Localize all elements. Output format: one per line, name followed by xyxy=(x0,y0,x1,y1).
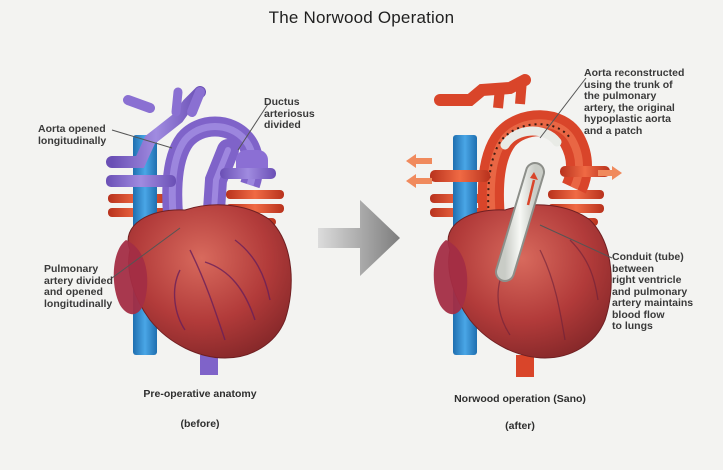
label-conduit-line7: to lungs xyxy=(612,321,693,333)
caption-after: Norwood operation (Sano) xyxy=(430,393,610,405)
label-pulmonary-line4: longitudinally xyxy=(44,299,113,311)
label-aorta-opened: Aorta opened longitudinally xyxy=(38,124,106,147)
label-ductus-line1: Ductus xyxy=(264,97,315,109)
subcaption-before: (before) xyxy=(110,418,290,430)
label-pulmonary-line3: and opened xyxy=(44,287,113,299)
label-aorta-reconstructed-line5: hypoplastic aorta xyxy=(584,114,684,126)
label-aorta-reconstructed: Aorta reconstructed using the trunk of t… xyxy=(584,68,684,137)
label-aorta-opened-line1: Aorta opened xyxy=(38,124,106,136)
label-ductus-arteriosus: Ductus arteriosus divided xyxy=(264,97,315,132)
label-aorta-reconstructed-line6: and a patch xyxy=(584,126,684,138)
label-ductus-line3: divided xyxy=(264,120,315,132)
caption-before: Pre-operative anatomy xyxy=(110,388,290,400)
subcaption-after: (after) xyxy=(430,420,610,432)
label-pulmonary-line1: Pulmonary xyxy=(44,264,113,276)
label-aorta-reconstructed-line1: Aorta reconstructed xyxy=(584,68,684,80)
label-pulmonary-artery: Pulmonary artery divided and opened long… xyxy=(44,264,113,310)
label-conduit-line5: artery maintains xyxy=(612,298,693,310)
label-aorta-opened-line2: longitudinally xyxy=(38,136,106,148)
label-aorta-reconstructed-line3: the pulmonary xyxy=(584,91,684,103)
label-conduit-line3: right ventricle xyxy=(612,275,693,287)
before-heart-illustration xyxy=(106,92,291,375)
label-conduit-line1: Conduit (tube) xyxy=(612,252,693,264)
label-conduit: Conduit (tube) between right ventricle a… xyxy=(612,252,693,333)
transition-arrow xyxy=(318,200,400,276)
